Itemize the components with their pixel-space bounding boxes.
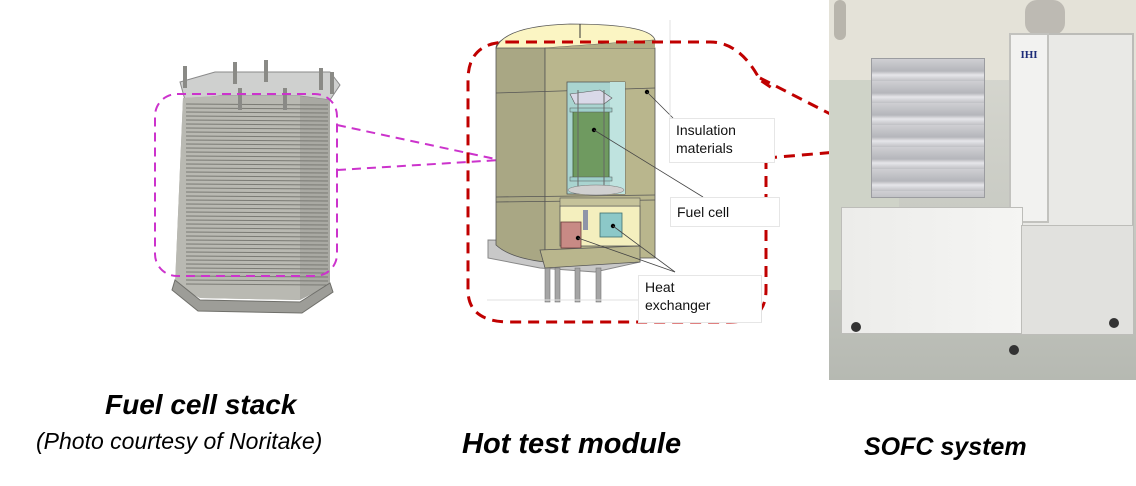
caption-photo-credit: (Photo courtesy of Noritake) — [36, 428, 323, 454]
stack-callout-line-bottom — [336, 159, 501, 171]
stack-plate-line — [185, 199, 329, 202]
stack-plate-line — [185, 183, 329, 186]
cabinet-base — [841, 207, 1023, 334]
caster — [1109, 318, 1119, 328]
caster — [851, 322, 861, 332]
stack-plate-line — [185, 247, 329, 250]
stack-plate-line — [185, 115, 329, 118]
stack-plate-line — [185, 243, 329, 246]
stack-plate-line — [185, 195, 329, 198]
stack-plate-line — [185, 227, 329, 230]
label-heat-exchanger: Heat exchanger — [638, 275, 762, 323]
label-insulation-line1: Insulation — [676, 122, 736, 138]
stack-plate-line — [185, 103, 329, 106]
stack-plate-line — [185, 159, 329, 162]
stack-plate-line — [185, 283, 329, 286]
stack-plate-line — [185, 263, 329, 266]
stack-plate-line — [185, 111, 329, 114]
stack-plate-line — [185, 147, 329, 150]
label-fuel-cell: Fuel cell — [670, 197, 780, 227]
fuel-cell-stack-image — [171, 60, 341, 314]
stack-plate-line — [185, 259, 329, 262]
stack-plate-line — [185, 267, 329, 270]
caption-sofc-system: SOFC system — [864, 433, 1027, 461]
stack-plate-line — [185, 131, 329, 134]
stack-plate-line — [185, 167, 329, 170]
cabinet-front-column: IHI — [1009, 33, 1049, 223]
stack-plate-line — [185, 179, 329, 182]
stack-plate-line — [185, 211, 329, 214]
stack-plate-line — [185, 123, 329, 126]
label-heat-exchanger-line2: exchanger — [645, 297, 711, 313]
stack-plate-line — [185, 219, 329, 222]
stack-plate-line — [185, 119, 329, 122]
hot-test-module-diagram — [487, 23, 704, 303]
caption-hot-test-module: Hot test module — [462, 428, 682, 460]
label-insulation-materials: Insulation materials — [669, 118, 775, 163]
stack-plate-line — [185, 279, 329, 282]
sofc-system-image: IHI — [829, 0, 1136, 380]
stack-plate-line — [185, 135, 329, 138]
stack-plate-line — [185, 239, 329, 242]
stack-plate-line — [185, 207, 329, 210]
stack-callout-line-top — [336, 124, 501, 161]
caption-fuel-cell-stack: Fuel cell stack — [105, 389, 297, 420]
stack-plate-line — [185, 215, 329, 218]
stack-plate-line — [185, 151, 329, 154]
caster — [1009, 345, 1019, 355]
duct-left — [834, 0, 846, 40]
cabinet-side — [1021, 225, 1134, 335]
stack-plate-line — [185, 235, 329, 238]
stack-plate-line — [185, 203, 329, 206]
stack-plate-line — [185, 139, 329, 142]
label-heat-exchanger-line1: Heat — [645, 279, 675, 295]
module-highlight-box — [466, 40, 776, 324]
stack-plate-line — [185, 231, 329, 234]
insulated-module — [871, 58, 985, 198]
stack-plate-line — [185, 223, 329, 226]
stack-plate-line — [185, 107, 329, 110]
stack-plate-line — [185, 171, 329, 174]
stack-plate-line — [185, 255, 329, 258]
stack-plate-line — [185, 143, 329, 146]
stack-plate-line — [185, 163, 329, 166]
stack-highlight-box — [154, 93, 338, 277]
stack-plate-line — [185, 127, 329, 130]
stack-plate-line — [185, 155, 329, 158]
duct-right — [1025, 0, 1065, 35]
ihi-logo: IHI — [1020, 49, 1038, 61]
stack-plate-line — [185, 187, 329, 190]
stack-plate-line — [185, 251, 329, 254]
stack-plate-line — [185, 271, 329, 274]
stack-plate-line — [185, 175, 329, 178]
label-fuel-cell-text: Fuel cell — [677, 204, 730, 220]
stack-plate-line — [185, 191, 329, 194]
label-insulation-line2: materials — [676, 140, 733, 156]
